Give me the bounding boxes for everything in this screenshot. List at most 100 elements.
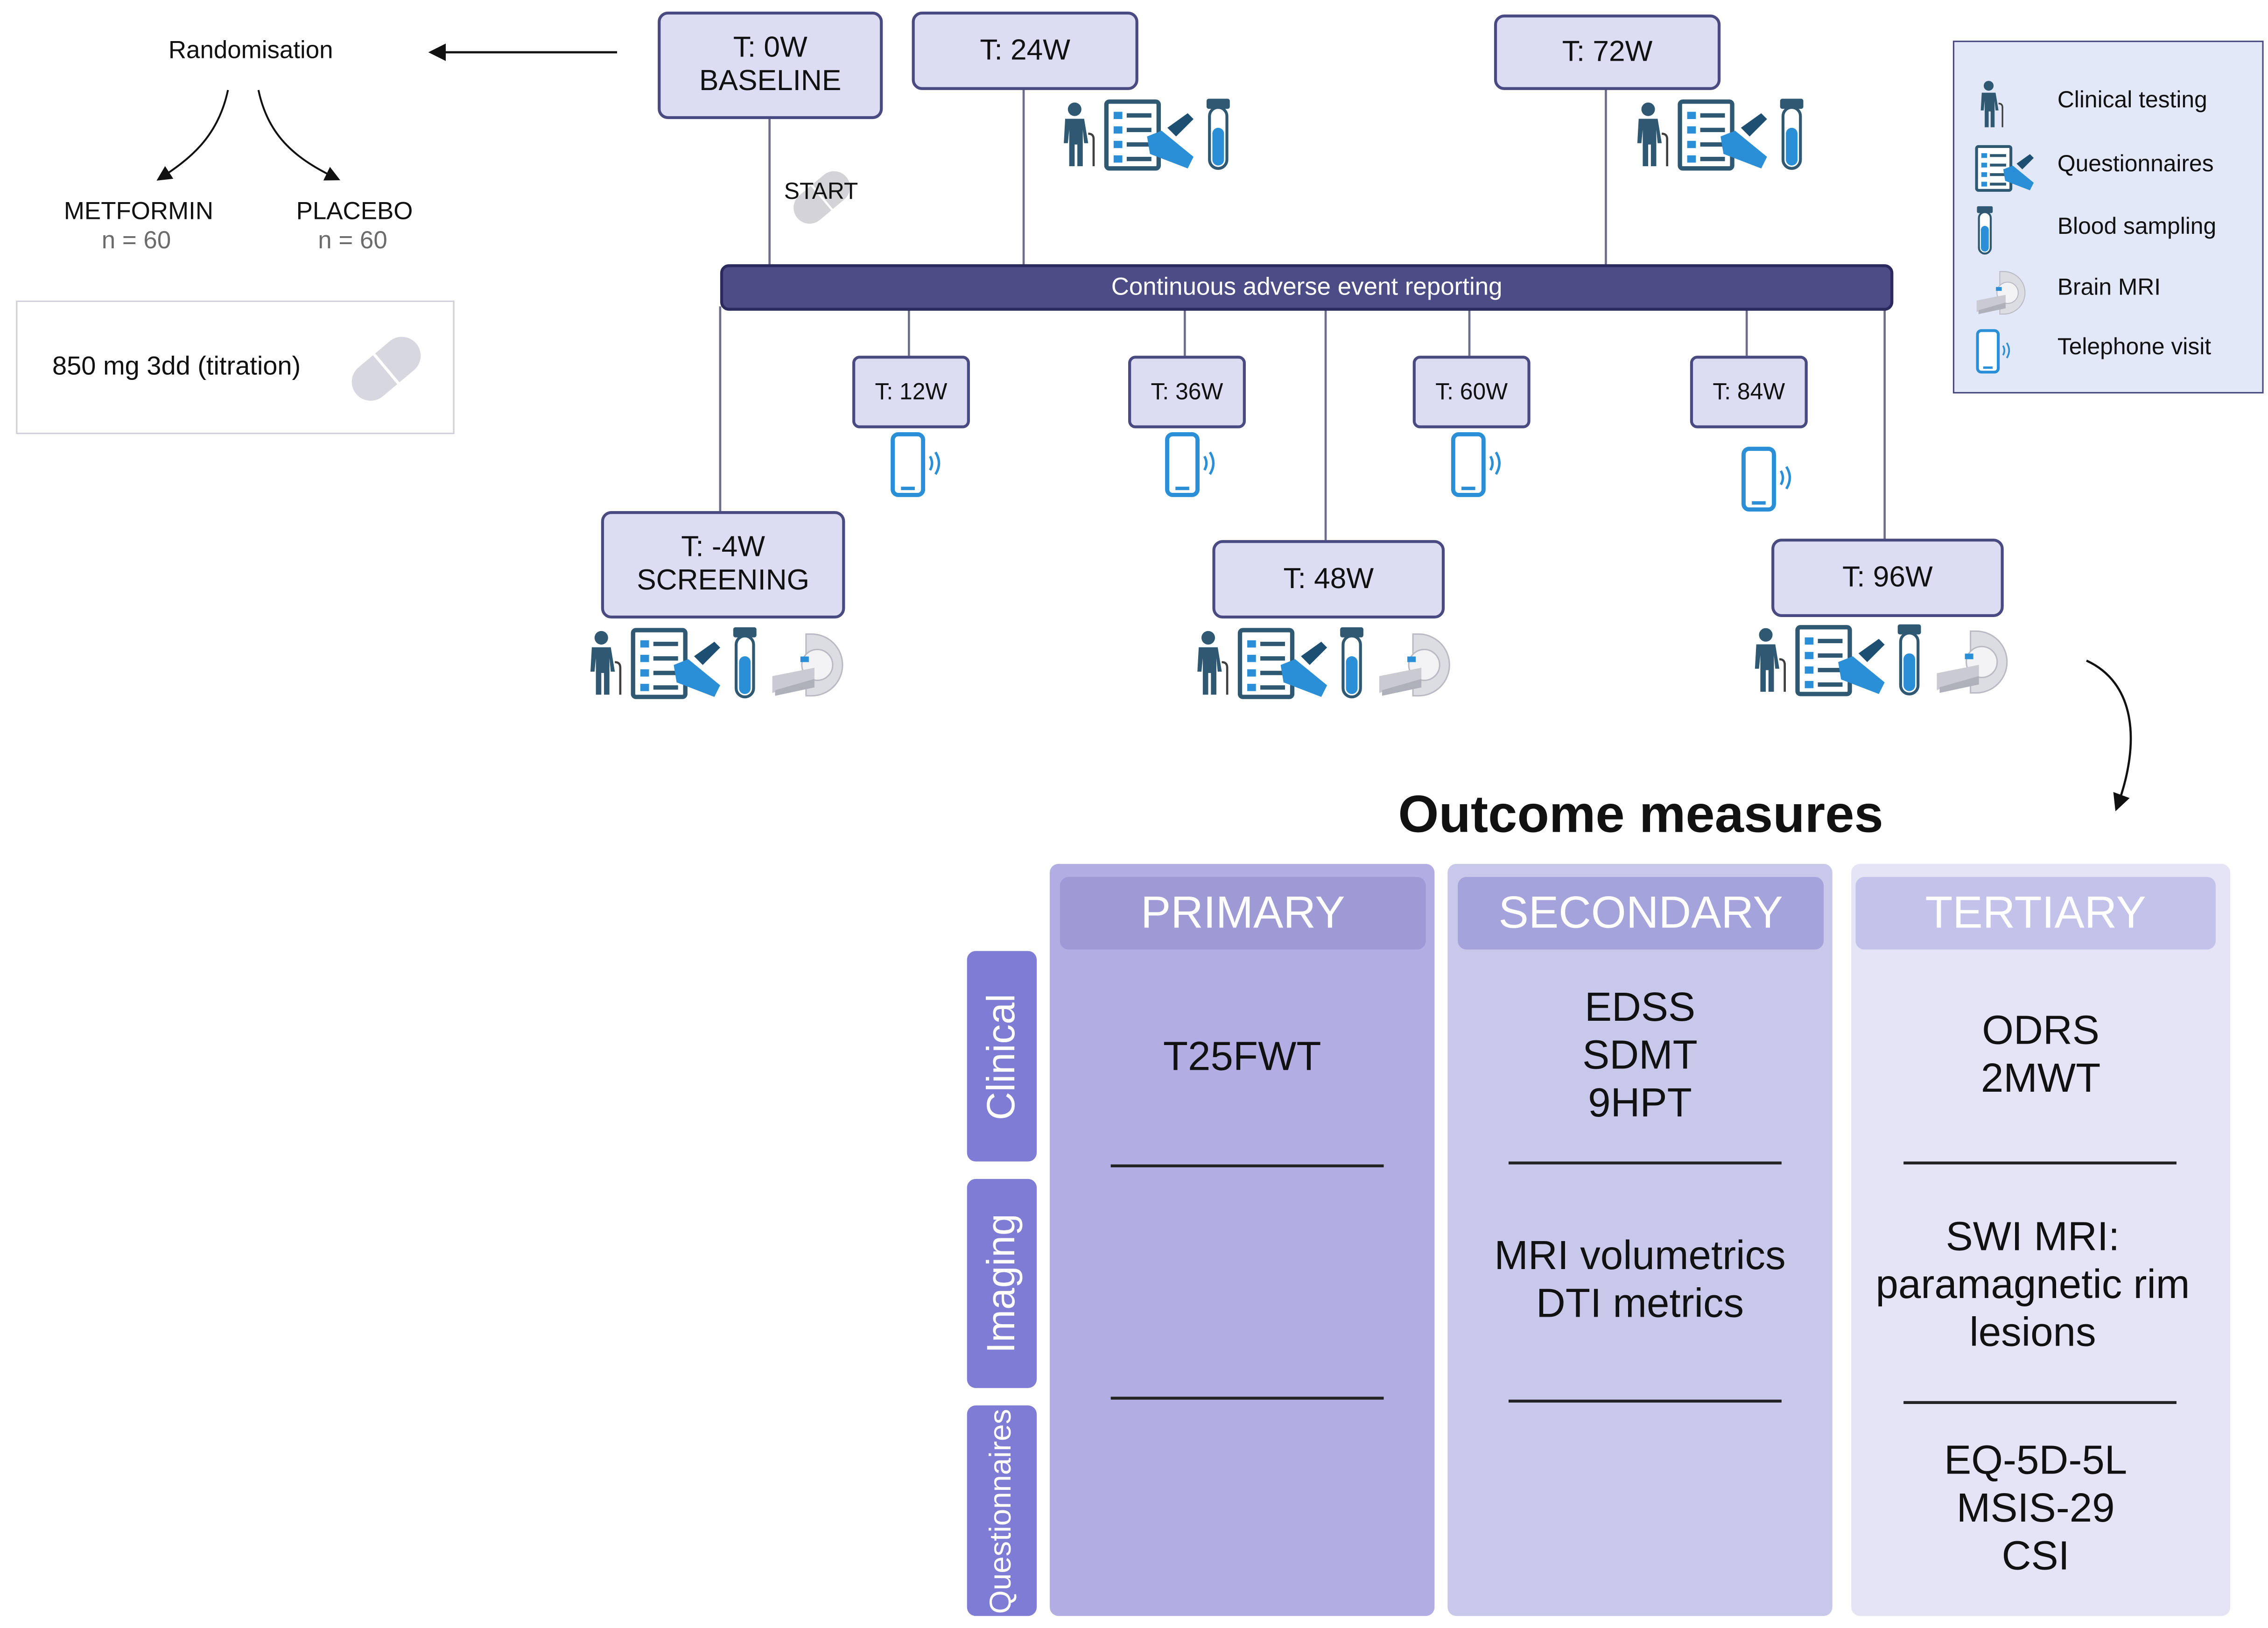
visit-time: T: 36W <box>1151 379 1223 405</box>
visit-time: T: 48W <box>1283 562 1374 595</box>
visit-time: T: 24W <box>980 34 1070 66</box>
questionnaire-icon <box>1103 99 1196 179</box>
legend-item-blood: Blood sampling <box>1954 203 2262 255</box>
start-pill-icon <box>793 171 850 224</box>
visit-label: BASELINE <box>699 65 842 98</box>
row-label-clinical: Clinical <box>967 951 1037 1162</box>
outcome-measures-title: Outcome measures <box>1398 784 1883 844</box>
visit-time: T: -4W <box>681 531 765 563</box>
metformin-arm: METFORMIN <box>63 197 214 225</box>
primary-clinical: T25FWT <box>1050 1032 1434 1081</box>
visit-time: T: 84W <box>1713 379 1785 405</box>
legend-item-telephone: Telephone visit <box>1954 324 2262 376</box>
randomisation-title: Randomisation <box>168 36 333 64</box>
visit-84w: T: 84W <box>1690 356 1808 428</box>
legend-item-clinical: Clinical testing <box>1954 77 2262 129</box>
divider <box>1509 1161 1782 1164</box>
primary-column: PRIMARY T25FWT <box>1050 863 1435 1616</box>
legend: Clinical testing Questionnaires Blood sa… <box>1952 41 2264 393</box>
tertiary-header: TERTIARY <box>1855 877 2216 950</box>
outcome-arrow <box>2086 660 2132 812</box>
row-label-text: Imaging <box>979 1214 1023 1354</box>
visit-12w: T: 12W <box>852 356 970 428</box>
clinical-testing-icon <box>1191 627 1231 707</box>
row-label-questionnaires: Questionnaires <box>967 1405 1037 1616</box>
clinical-testing-icon <box>1630 99 1671 179</box>
divider <box>1509 1399 1782 1402</box>
dose-text: 850 mg 3dd (titration) <box>52 351 301 381</box>
visit-72w: T: 72W <box>1494 14 1721 90</box>
outcome-item: MSIS-29 <box>1956 1485 2115 1530</box>
visit-time: T: 72W <box>1562 35 1653 68</box>
metformin-n: n = 60 <box>101 226 171 254</box>
divider <box>1110 1396 1384 1399</box>
blood-tube-icon <box>1779 98 1805 179</box>
legend-label: Telephone visit <box>2057 335 2212 360</box>
outcome-item: SDMT <box>1582 1032 1698 1078</box>
legend-label: Questionnaires <box>2057 152 2214 177</box>
outcome-item: lesions <box>1969 1309 2096 1355</box>
secondary-header: SECONDARY <box>1458 877 1824 950</box>
visit-time: T: 96W <box>1842 561 1933 593</box>
divider <box>1110 1164 1384 1167</box>
blood-tube-icon <box>732 627 758 707</box>
row-label-text: Clinical <box>979 993 1023 1120</box>
visit-time: T: 0W <box>733 32 807 64</box>
secondary-imaging: MRI volumetrics DTI metrics <box>1447 1231 1832 1327</box>
secondary-column: SECONDARY EDSS SDMT 9HPT MRI volumetrics… <box>1447 863 1833 1616</box>
legend-label: Brain MRI <box>2057 276 2161 301</box>
outcome-item: paramagnetic rim <box>1875 1262 2190 1307</box>
blood-tube-icon <box>1975 206 2033 256</box>
start-label: START <box>784 180 858 205</box>
telephone-icon <box>1975 327 2033 376</box>
row-label-text: Questionnaires <box>984 1408 1018 1614</box>
visit-label: SCREENING <box>637 565 810 597</box>
questionnaire-icon <box>630 627 723 707</box>
clinical-testing-icon <box>1975 80 2033 129</box>
outcome-item: EDSS <box>1584 984 1696 1030</box>
primary-header: PRIMARY <box>1060 877 1426 950</box>
blood-tube-icon <box>1205 98 1231 179</box>
outcome-item: ODRS <box>1982 1007 2099 1053</box>
legend-label: Blood sampling <box>2057 215 2217 240</box>
placebo-n: n = 60 <box>318 226 387 254</box>
dose-box: 850 mg 3dd (titration) <box>16 300 455 435</box>
outcome-item: CSI <box>2001 1533 2070 1579</box>
visit-baseline: T: 0W BASELINE <box>658 11 883 119</box>
mri-scanner-icon <box>770 627 854 707</box>
outcome-item: MRI volumetrics <box>1494 1232 1786 1278</box>
outcome-item: 9HPT <box>1588 1080 1692 1125</box>
questionnaire-icon <box>1975 144 2034 193</box>
pill-icon <box>351 337 421 401</box>
blood-tube-icon <box>1339 627 1365 707</box>
telephone-icon <box>889 430 944 507</box>
outcome-item: 2MWT <box>1980 1055 2101 1101</box>
tertiary-column: TERTIARY ODRS 2MWT SWI MRI: paramagnetic… <box>1851 863 2231 1616</box>
clinical-testing-icon <box>1748 625 1789 704</box>
visit-96w: T: 96W <box>1771 539 2004 618</box>
visit-24w: T: 24W <box>912 11 1138 90</box>
legend-label: Clinical testing <box>2057 88 2207 113</box>
blood-tube-icon <box>1896 624 1923 704</box>
questionnaire-icon <box>1237 627 1330 707</box>
questionnaire-icon <box>1795 625 1888 704</box>
legend-item-mri: Brain MRI <box>1954 264 2262 316</box>
row-label-imaging: Imaging <box>967 1179 1037 1388</box>
placebo-arm: PLACEBO <box>296 197 413 225</box>
visit-36w: T: 36W <box>1128 356 1246 428</box>
outcome-item: T25FWT <box>1163 1033 1321 1079</box>
tertiary-questionnaires: EQ-5D-5L MSIS-29 CSI <box>1851 1436 2220 1579</box>
visit-time: T: 12W <box>875 379 948 405</box>
divider <box>1903 1161 2177 1164</box>
mri-scanner-icon <box>1376 627 1461 707</box>
tertiary-clinical: ODRS 2MWT <box>1851 1006 2230 1102</box>
telephone-icon <box>1163 430 1218 507</box>
outcome-item: SWI MRI: <box>1945 1214 2120 1259</box>
telephone-icon <box>1740 444 1795 521</box>
visit-screening: T: -4W SCREENING <box>601 511 845 619</box>
clinical-testing-icon <box>1057 99 1098 179</box>
secondary-clinical: EDSS SDMT 9HPT <box>1447 983 1832 1127</box>
placebo-arrow <box>257 90 340 181</box>
visit-48w: T: 48W <box>1212 540 1445 619</box>
